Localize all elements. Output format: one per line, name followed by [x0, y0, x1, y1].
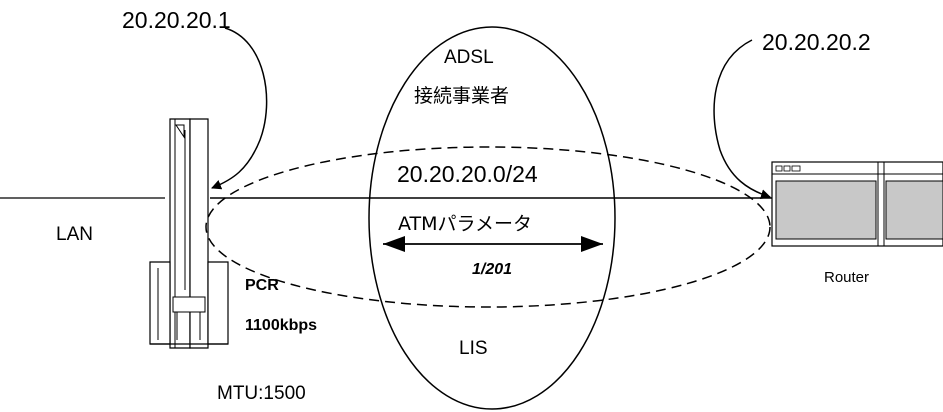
ip-right-label: 20.20.20.2	[762, 29, 871, 55]
subnet-label: 20.20.20.0/24	[397, 161, 538, 187]
pcr-label: PCR	[245, 277, 279, 294]
vpi-vci-label: 1/201	[472, 261, 512, 278]
lis-dashed-ellipse	[205, 146, 771, 308]
rate-label: 1100kbps	[245, 317, 317, 334]
ip-left-pointer	[211, 27, 268, 190]
lan-label: LAN	[56, 224, 93, 245]
atm-arrowhead-right	[581, 236, 603, 252]
adsl-modem-device	[149, 118, 229, 349]
atm-params-label: ATMパラメータ	[398, 213, 532, 235]
atm-arrowhead-left	[383, 236, 405, 252]
provider-label: 接続事業者	[414, 85, 509, 107]
adsl-provider-ellipse	[368, 26, 616, 410]
lis-label: LIS	[459, 338, 488, 359]
adsl-label: ADSL	[444, 47, 494, 68]
mtu-label: MTU:1500	[217, 383, 306, 404]
router-label: Router	[824, 269, 869, 286]
router-device	[771, 161, 943, 247]
ip-right-pointer	[713, 39, 771, 200]
ip-left-label: 20.20.20.1	[122, 7, 231, 33]
